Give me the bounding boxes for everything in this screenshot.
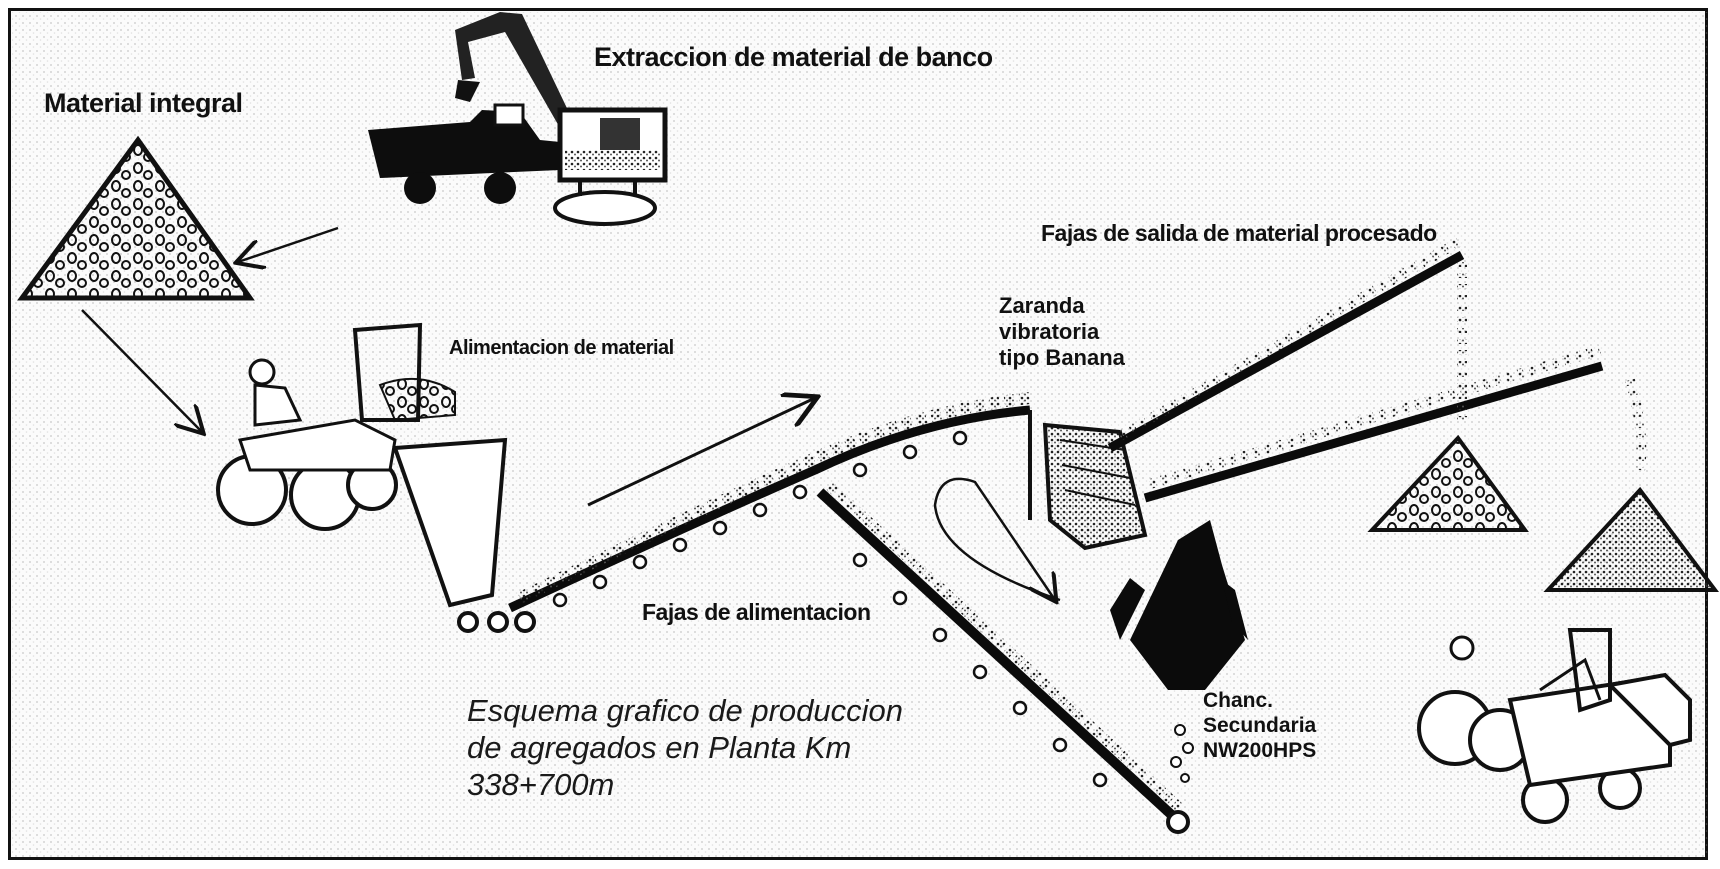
fine-aggregate-pile-icon — [1543, 486, 1719, 592]
hopper-icon — [392, 437, 536, 633]
excavator-icon — [455, 12, 668, 226]
fajas-salida-label: Fajas de salida de material procesado — [1041, 220, 1437, 246]
flow-arrow-icon — [587, 398, 815, 507]
conveyor-belt-icon — [508, 392, 1031, 613]
loader-truck-icon — [1417, 628, 1692, 824]
fajas-alimentacion-label: Fajas de alimentacion — [642, 599, 871, 625]
esquema-caption: Esquema grafico de produccion de agregad… — [467, 692, 903, 803]
zaranda-line: vibratoria — [999, 319, 1100, 344]
output-conveyor-belts — [1107, 235, 1647, 503]
vibrating-screen-icon — [1028, 410, 1148, 551]
esquema-line: Esquema grafico de produccion — [467, 693, 903, 728]
alimentacion-material-label: Alimentacion de material — [449, 337, 674, 359]
zaranda-line: Zaranda — [999, 293, 1085, 318]
flow-arrow-icon — [933, 477, 1061, 600]
front-loader-icon — [216, 322, 456, 531]
esquema-line: 338+700m — [467, 767, 615, 802]
cone-crusher-icon — [1110, 520, 1248, 783]
flow-arrow-icon — [238, 226, 339, 262]
material-integral-pile-icon — [17, 135, 255, 301]
chancadora-label: Chanc. Secundaria NW200HPS — [1203, 688, 1316, 763]
material-integral-label: Material integral — [44, 88, 243, 118]
coarse-aggregate-pile-icon — [1367, 434, 1529, 532]
chancadora-line: Chanc. — [1203, 689, 1274, 712]
chancadora-line: Secundaria — [1203, 714, 1317, 737]
extraccion-label: Extraccion de material de banco — [594, 42, 993, 72]
zaranda-line: tipo Banana — [999, 345, 1125, 370]
conveyor-belt-icon — [816, 482, 1190, 834]
flow-arrow-icon — [81, 309, 202, 432]
zaranda-label: Zaranda vibratoria tipo Banana — [999, 293, 1125, 371]
dump-truck-icon — [368, 103, 560, 204]
chancadora-line: NW200HPS — [1203, 739, 1317, 762]
esquema-line: de agregados en Planta Km — [467, 730, 852, 765]
